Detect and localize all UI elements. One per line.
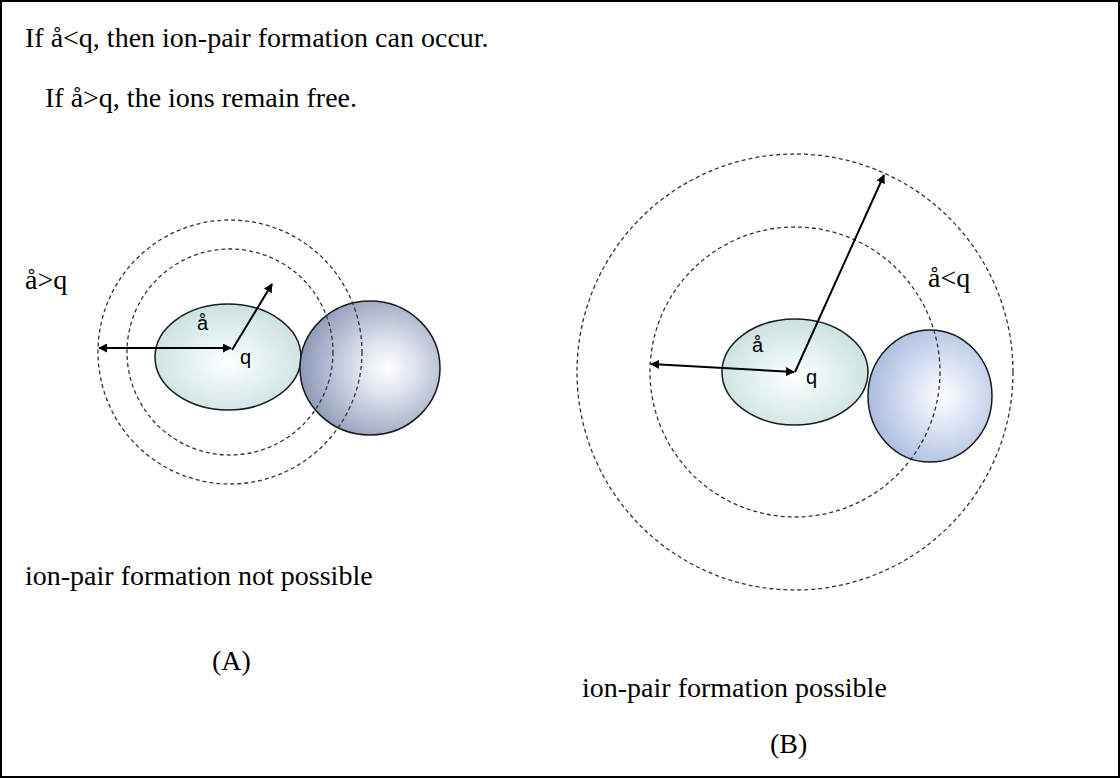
panel-letter: (A) <box>212 645 251 677</box>
rule-note: If å<q, then ion-pair formation can occu… <box>25 22 489 54</box>
distance-arrow <box>651 364 794 372</box>
symbol-label: q <box>806 366 817 389</box>
panel-letter: (B) <box>770 728 807 760</box>
ion-a2 <box>300 301 440 435</box>
condition-label: å<q <box>928 262 970 294</box>
dashed-sphere <box>127 249 333 455</box>
distance-arrow <box>99 347 231 349</box>
symbol-label: å <box>752 334 763 357</box>
dashed-sphere <box>577 154 1013 590</box>
dashed-sphere <box>98 220 362 484</box>
rule-note: If å>q, the ions remain free. <box>45 82 357 114</box>
panel-caption: ion-pair formation possible <box>582 672 887 704</box>
radius-arrow <box>232 284 272 350</box>
condition-label: å>q <box>25 264 67 296</box>
symbol-label: q <box>240 346 251 369</box>
ion-b2 <box>868 330 992 462</box>
radius-arrow <box>795 175 884 372</box>
panel-caption: ion-pair formation not possible <box>25 560 373 592</box>
symbol-label: å <box>197 312 208 335</box>
ion-a1 <box>155 304 301 410</box>
